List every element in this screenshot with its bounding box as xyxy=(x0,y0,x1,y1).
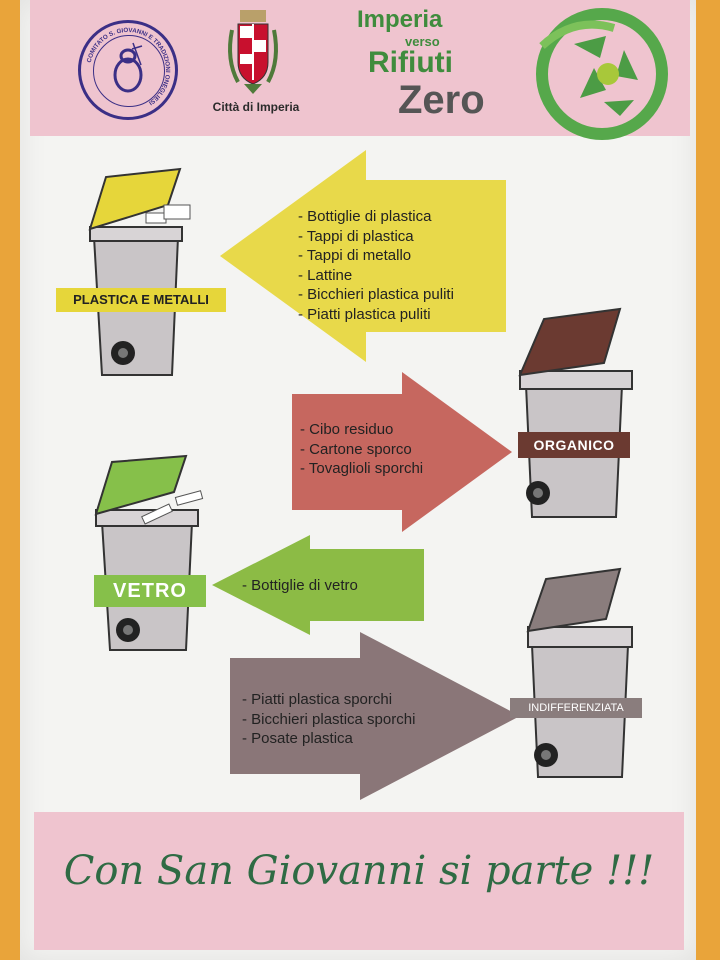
city-crest-icon xyxy=(228,10,278,94)
unsorted-bin-label: INDIFFERENZIATA xyxy=(510,698,642,718)
unsorted-item-list: Piatti plastica sporchi Bicchieri plasti… xyxy=(242,690,415,749)
glass-bin-label: VETRO xyxy=(94,575,206,607)
unsorted-bin-icon xyxy=(526,567,633,778)
list-item: Bicchieri plastica puliti xyxy=(298,285,454,305)
list-item: Piatti plastica puliti xyxy=(298,305,454,325)
poster-sheet: COMITATO S. GIOVANNI E TRADIZIONI ONEGLI… xyxy=(20,0,696,960)
organic-bin-icon xyxy=(518,307,633,518)
glass-bin-icon xyxy=(94,454,204,651)
organic-bin-label: ORGANICO xyxy=(518,432,630,458)
plastic-bin-icon xyxy=(88,167,191,376)
organic-item-list: Cibo residuo Cartone sporco Tovaglioli s… xyxy=(300,420,423,479)
list-item: Posate plastica xyxy=(242,729,415,749)
list-item: Bottiglie di plastica xyxy=(298,207,454,227)
list-item: Tappi di metallo xyxy=(298,246,454,266)
city-label: Città di Imperia xyxy=(212,100,300,114)
footer-band: Con San Giovanni si parte !!! xyxy=(34,812,684,950)
campaign-title-line3: Rifiuti xyxy=(368,46,453,79)
list-item: Lattine xyxy=(298,266,454,286)
list-item: Cibo residuo xyxy=(300,420,423,440)
slogan: Con San Giovanni si parte !!! xyxy=(63,848,655,894)
plastic-item-list: Bottiglie di plastica Tappi di plastica … xyxy=(298,207,454,324)
campaign-title-line4: Zero xyxy=(398,78,485,122)
association-seal: COMITATO S. GIOVANNI E TRADIZIONI ONEGLI… xyxy=(78,20,178,120)
recycle-logo-icon xyxy=(536,8,668,140)
seal-text: COMITATO S. GIOVANNI E TRADIZIONI ONEGLI… xyxy=(86,27,171,106)
glass-item-list: Bottiglie di vetro xyxy=(242,576,358,596)
campaign-title-line2: verso xyxy=(405,34,440,49)
list-item: Cartone sporco xyxy=(300,440,423,460)
svg-text:COMITATO S. GIOVANNI E TRADIZI: COMITATO S. GIOVANNI E TRADIZIONI ONEGLI… xyxy=(86,27,171,106)
list-item: Tovaglioli sporchi xyxy=(300,459,423,479)
campaign-title-line1: Imperia xyxy=(357,6,443,33)
plastic-bin-label: PLASTICA E METALLI xyxy=(56,288,226,312)
list-item: Tappi di plastica xyxy=(298,227,454,247)
list-item: Piatti plastica sporchi xyxy=(242,690,415,710)
list-item: Bicchieri plastica sporchi xyxy=(242,710,415,730)
list-item: Bottiglie di vetro xyxy=(242,576,358,596)
header-band: COMITATO S. GIOVANNI E TRADIZIONI ONEGLI… xyxy=(30,0,690,140)
